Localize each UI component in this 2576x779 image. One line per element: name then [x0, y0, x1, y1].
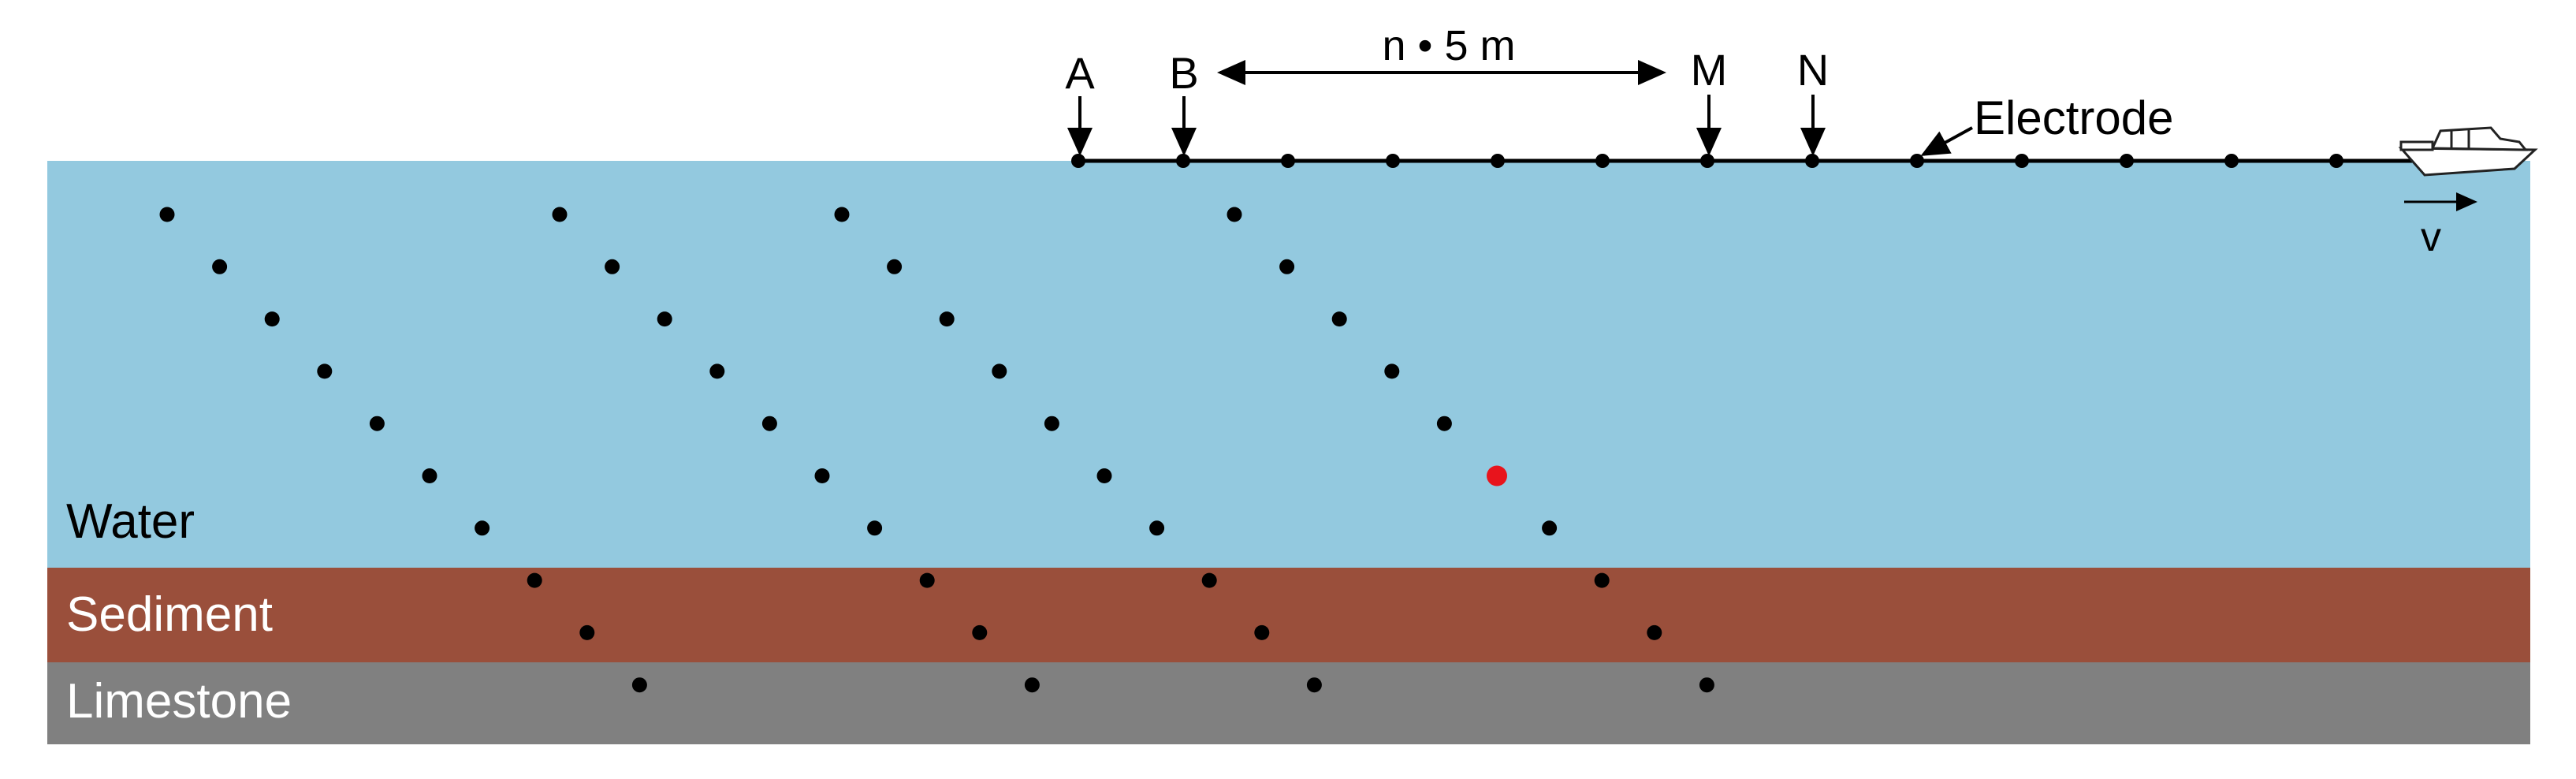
electrode-dot [1071, 154, 1085, 168]
electrode-dot [1491, 154, 1505, 168]
measurement-point [992, 363, 1007, 379]
measurement-point [605, 259, 620, 274]
sediment-label: Sediment [66, 587, 273, 642]
measurement-point [1096, 468, 1112, 483]
velocity-label: v [2421, 214, 2441, 260]
measurement-point [579, 624, 595, 640]
measurement-point [1044, 416, 1059, 431]
measurement-point [422, 468, 437, 483]
measurement-point [939, 311, 955, 327]
electrode-dot [2015, 154, 2029, 168]
electrode-b-marker: B [1169, 48, 1199, 156]
electrode-dot [2329, 154, 2343, 168]
electrode-dot [1281, 154, 1295, 168]
measurement-point [552, 207, 568, 222]
measurement-point [972, 624, 988, 640]
measurement-point [631, 677, 647, 693]
electrode-a-label: A [1065, 48, 1095, 98]
measurement-point [475, 520, 490, 536]
electrode-n-label: N [1797, 45, 1829, 95]
measurement-point [1149, 520, 1165, 536]
boat-icon [2398, 126, 2538, 177]
sediment-layer [47, 568, 2530, 662]
measurement-point [1279, 259, 1295, 274]
measurement-points [159, 207, 1714, 693]
measurement-point [761, 416, 777, 431]
measurement-point [527, 572, 542, 588]
measurement-point [1227, 207, 1242, 222]
measurement-point [1331, 311, 1347, 327]
measurement-point [1647, 624, 1662, 640]
measurement-point [657, 311, 672, 327]
measurement-point [919, 572, 935, 588]
measurement-point [1699, 677, 1714, 693]
water-layer [47, 161, 2530, 568]
measurement-point [887, 259, 903, 274]
electrode-dots [1071, 154, 2343, 168]
spacing-indicator: n • 5 m [1217, 22, 1666, 85]
measurement-point [369, 416, 385, 431]
measurement-point [1384, 363, 1400, 379]
measurement-point [212, 259, 228, 274]
spacing-label: n • 5 m [1383, 22, 1516, 69]
measurement-point [1594, 572, 1610, 588]
electrode-dot [2224, 154, 2239, 168]
electrode-dot [1176, 154, 1190, 168]
electrode-m-label: M [1691, 45, 1728, 95]
electrode-dot [1805, 154, 1819, 168]
electrode-callout-label: Electrode [1974, 91, 2173, 144]
electrode-m-marker: M [1691, 45, 1728, 156]
water-label: Water [66, 494, 195, 549]
electrode-callout-line [1920, 126, 1973, 156]
electrode-dot [2120, 154, 2134, 168]
measurement-point [1024, 677, 1040, 693]
electrode-dot [1386, 154, 1400, 168]
electrode-dot [1910, 154, 1924, 168]
measurement-point [1306, 677, 1322, 693]
electrode-a-marker: A [1065, 48, 1095, 156]
measurement-point [1542, 520, 1558, 536]
limestone-label: Limestone [66, 674, 292, 729]
measurement-point [264, 311, 280, 327]
electrode-b-label: B [1169, 48, 1198, 98]
electrode-dot [1595, 154, 1610, 168]
limestone-layer [47, 662, 2530, 744]
measurement-point [814, 468, 830, 483]
measurement-point [709, 363, 725, 379]
measurement-point [1201, 572, 1217, 588]
electrode-dot [1700, 154, 1714, 168]
electrode-n-marker: N [1797, 45, 1829, 156]
measurement-point [159, 207, 175, 222]
measurement-point [1254, 624, 1270, 640]
measurement-point [1436, 416, 1452, 431]
measurement-point [867, 520, 883, 536]
measurement-point [317, 363, 333, 379]
highlighted-measurement-point [1487, 465, 1507, 486]
measurement-point [834, 207, 850, 222]
